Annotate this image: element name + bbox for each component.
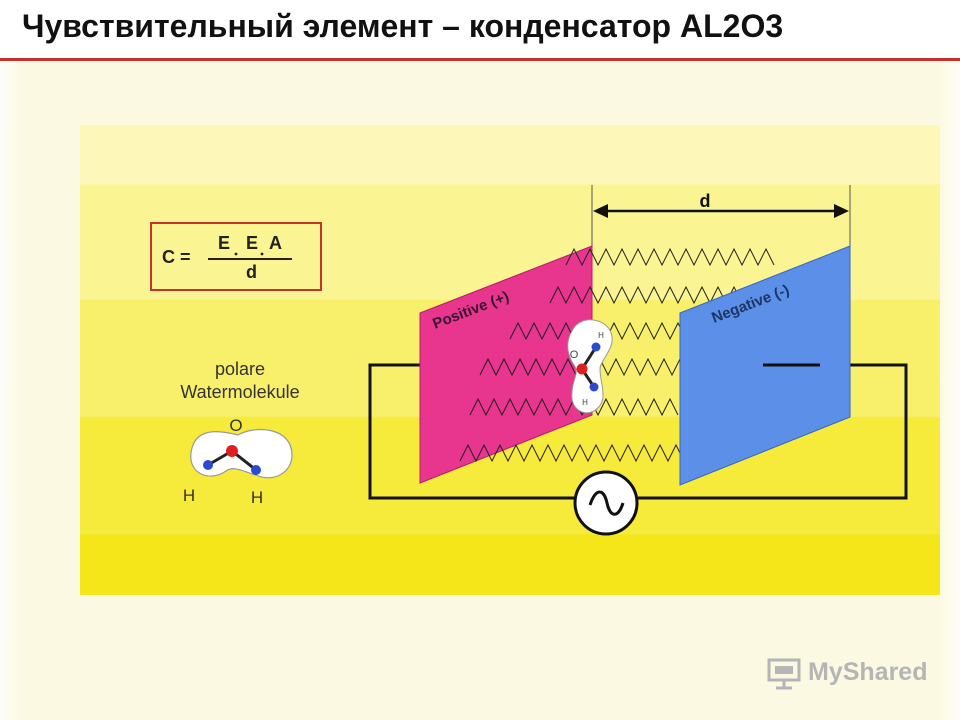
hydrogen-atom-left: [203, 460, 213, 470]
gap-arrow-head-left: [593, 204, 608, 218]
small-molecule-shape: [567, 319, 613, 414]
small-hydrogen-atom-top: [591, 342, 601, 352]
hydrogen-label-left: H: [183, 486, 195, 505]
slide-title: Чувствительный элемент – конденсатор AL2…: [22, 8, 784, 44]
formula-numerator-e2: E: [246, 233, 258, 253]
field-line: [565, 247, 775, 267]
oxygen-label: O: [229, 416, 242, 435]
formula-lhs: C =: [162, 247, 191, 267]
gap-label: d: [700, 191, 711, 211]
capacitor-diagram: C = E E A d polare Watermolekule O H H: [80, 125, 940, 595]
hydrogen-atom-right: [251, 465, 261, 475]
gap-dimension: d: [591, 185, 851, 247]
title-divider: [0, 58, 960, 61]
small-hydrogen-label-bottom: H: [582, 398, 588, 407]
multiply-dot: [234, 252, 238, 256]
small-hydrogen-atom-bottom: [589, 382, 599, 392]
small-oxygen-atom: [576, 363, 588, 375]
water-molecule-legend: polare Watermolekule O H H: [180, 359, 299, 507]
molecule-caption-line2: Watermolekule: [180, 382, 299, 402]
formula-numerator-e1: E: [218, 233, 230, 253]
field-line: [459, 443, 685, 463]
formula-box: [150, 222, 322, 291]
watermark: MyShared: [766, 656, 946, 696]
oxygen-atom: [226, 445, 238, 457]
molecule-caption-line1: polare: [215, 359, 265, 379]
presentation-icon: [767, 658, 801, 690]
molecule-shape: [190, 429, 293, 479]
small-hydrogen-label-top: H: [598, 331, 604, 340]
small-oxygen-label: O: [570, 349, 579, 361]
formula-numerator-a: A: [269, 233, 282, 253]
ac-source-icon: [573, 470, 639, 536]
gap-arrow-head-right: [834, 204, 849, 218]
hydrogen-label-right: H: [251, 488, 263, 507]
negative-plate: Negative (-): [679, 245, 851, 486]
positive-plate-surface: [419, 245, 593, 484]
capacitance-formula: C = E E A d: [150, 222, 322, 291]
watermark-text: MyShared: [808, 658, 928, 686]
multiply-dot: [260, 252, 264, 256]
positive-plate: Positive (+): [419, 245, 593, 484]
formula-denominator: d: [246, 262, 257, 282]
wire-left: [368, 363, 575, 500]
water-molecule-between-plates: O H H: [567, 319, 613, 414]
